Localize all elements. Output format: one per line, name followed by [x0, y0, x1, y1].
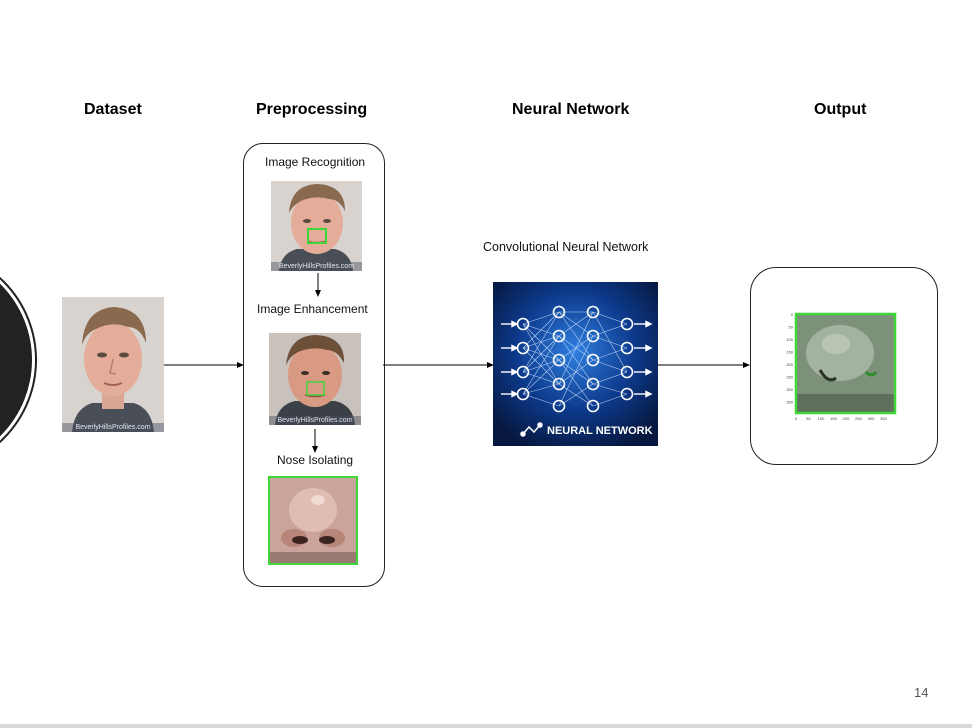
stage-heading-preprocessing: Preprocessing [256, 101, 368, 118]
y-tick-label: 100 [786, 337, 793, 342]
y-tick-label: 0 [791, 312, 794, 317]
watermark-text: BeverlyHillsProfiles.com [62, 423, 164, 432]
x-tick-label: 300 [868, 416, 875, 421]
stage-heading-dataset: Dataset [84, 101, 142, 118]
step-label-enhancement: Image Enhancement [257, 302, 368, 316]
x-tick-labels: 0 50 100 150 200 250 300 350 [795, 416, 888, 421]
x-tick-label: 250 [855, 416, 862, 421]
arrow-preprocessing-to-network [383, 362, 494, 368]
arrow-network-to-output [658, 362, 750, 368]
decorative-circle [0, 276, 37, 444]
x-tick-label: 0 [795, 416, 798, 421]
y-tick-label: 350 [786, 400, 793, 405]
stage-heading-neural-network: Neural Network [512, 101, 630, 118]
stage-heading-output: Output [814, 101, 867, 118]
y-tick-label: 50 [789, 325, 794, 330]
dataset-face-image: BeverlyHillsProfiles.com [62, 297, 164, 432]
step-label-isolation: Nose Isolating [277, 453, 354, 467]
output-nose-plot: 0 50 100 150 200 250 300 350 0 50 100 150 200 250 300… [780, 308, 900, 424]
arrow-dataset-to-preprocessing [164, 362, 244, 368]
x-tick-label: 100 [818, 416, 825, 421]
network-image-caption: NEURAL NETWORK [547, 425, 653, 437]
neural-network-logo-icon [520, 422, 543, 437]
step-label-recognition: Image Recognition [265, 155, 366, 169]
recognition-face-image: BeverlyHillsProfiles.com [271, 181, 362, 271]
page-number: 14 [914, 685, 929, 700]
neural-network-image: NEURAL NETWORK [493, 282, 658, 446]
enhancement-face-image: BeverlyHillsProfiles.com [269, 333, 361, 425]
watermark-text: BeverlyHillsProfiles.com [271, 262, 362, 271]
arrow-enhancement-to-isolation [312, 429, 318, 453]
y-tick-labels: 0 50 100 150 200 250 300 350 [786, 312, 793, 405]
y-tick-label: 250 [786, 375, 793, 380]
slide-bottom-border [0, 724, 972, 728]
x-tick-label: 200 [843, 416, 850, 421]
nose-crop-image [268, 476, 358, 565]
network-label: Convolutional Neural Network [483, 240, 649, 254]
x-tick-label: 150 [830, 416, 837, 421]
y-tick-label: 150 [786, 350, 793, 355]
x-tick-label: 350 [880, 416, 887, 421]
x-tick-label: 50 [806, 416, 811, 421]
y-tick-label: 300 [786, 387, 793, 392]
y-tick-label: 200 [786, 362, 793, 367]
watermark-text: BeverlyHillsProfiles.com [269, 416, 361, 425]
arrow-recognition-to-enhancement [315, 273, 321, 297]
